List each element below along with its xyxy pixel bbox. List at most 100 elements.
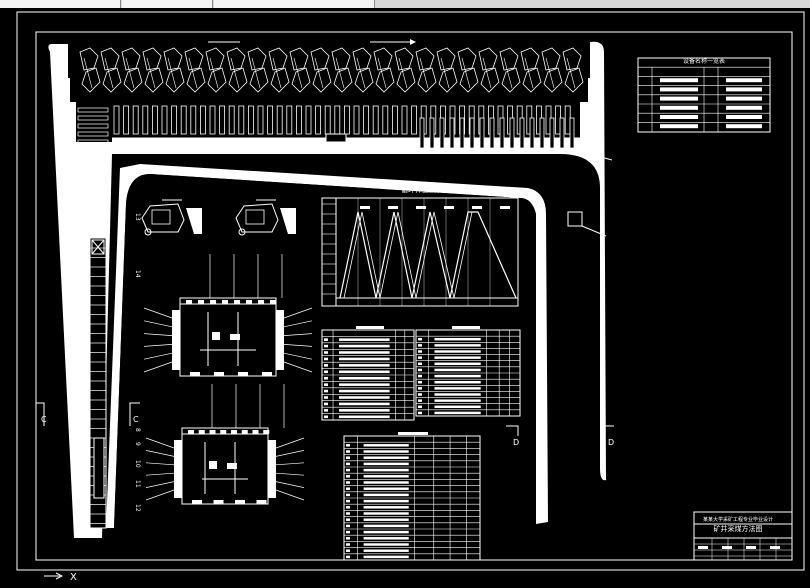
- cycle-line: [343, 211, 473, 299]
- support-unit: [257, 105, 264, 135]
- drawing-canvas[interactable]: 循环作业图表 设备名称一览表 某某大学采矿工程专业毕业设计 矿井采煤方法图 C …: [0, 8, 810, 584]
- rock-block: [520, 47, 540, 71]
- table-cell-text: [418, 405, 422, 409]
- leader-line: [283, 352, 313, 360]
- support-unit: [429, 117, 435, 149]
- chart-label-mark: [388, 206, 398, 209]
- equipment-table-title: 设备名称一览表: [683, 57, 725, 65]
- table-cell-text: [339, 364, 390, 367]
- support-unit: [305, 105, 312, 135]
- rock-block: [205, 47, 225, 71]
- table-cell-text: [418, 374, 422, 378]
- table-cell-text: [434, 344, 481, 347]
- rock-crack: [251, 57, 261, 89]
- table-cell-text: [434, 337, 481, 341]
- table-cell-text: [434, 405, 481, 409]
- section-mark: [212, 332, 220, 340]
- roof-bolt: [209, 430, 216, 434]
- support-unit: [343, 105, 350, 135]
- table-cell-text: [346, 549, 350, 552]
- leader-line: [143, 307, 173, 319]
- table-cell-text: [346, 537, 350, 540]
- chart-label-mark: [472, 206, 482, 209]
- rock-block: [562, 47, 582, 71]
- roof-bolt: [210, 300, 216, 304]
- table-cell-text: [363, 524, 409, 528]
- cad-stroke: [91, 239, 105, 255]
- machine-part: [151, 209, 171, 225]
- support-unit: [219, 105, 226, 135]
- table-cell-text: [346, 462, 350, 466]
- rock-crack: [230, 57, 240, 89]
- table-cell-text: [418, 356, 422, 359]
- title-block-text: [746, 546, 756, 549]
- title-block-text: [698, 546, 708, 549]
- support-unit: [247, 105, 254, 135]
- ucs-x-label: X: [70, 572, 77, 583]
- leader-line: [275, 472, 305, 476]
- rail-segment: [77, 139, 109, 145]
- roof-bolt: [188, 430, 194, 434]
- table-cell-text: [324, 402, 328, 406]
- rock-crack: [188, 57, 198, 89]
- rock-crack: [104, 57, 114, 89]
- rock-block: [354, 67, 374, 93]
- rock-block: [333, 67, 353, 93]
- leader-line: [581, 225, 607, 237]
- table-cell-text: [324, 396, 328, 399]
- rock-block: [312, 67, 332, 93]
- roof-bolt: [186, 300, 192, 304]
- table-cell-text: [324, 376, 328, 380]
- rock-block: [478, 47, 498, 71]
- support-unit: [238, 105, 245, 135]
- rock-crack: [482, 57, 492, 89]
- table-cell-text: [660, 124, 698, 129]
- rock-block: [289, 47, 309, 71]
- table-cell-text: [726, 96, 762, 101]
- section-label-c-left: C: [41, 415, 47, 424]
- table-cell-text: [346, 506, 350, 509]
- table-cell-text: [660, 78, 698, 83]
- arrow-head-icon: [410, 39, 416, 45]
- rock-block: [247, 47, 267, 71]
- rock-block: [331, 47, 351, 71]
- table-cell-text: [434, 362, 481, 366]
- callout: 8: [134, 428, 141, 432]
- transfer-machine: [93, 437, 105, 499]
- machine-body: [235, 203, 279, 233]
- rock-block: [543, 67, 563, 93]
- support-unit: [123, 105, 129, 135]
- table-cell-text: [324, 364, 328, 367]
- table-cell-text: [346, 468, 350, 472]
- support-unit: [411, 105, 418, 135]
- table-cell-text: [434, 356, 481, 359]
- rock-block: [81, 67, 101, 93]
- rock-crack: [209, 57, 219, 89]
- roadway-section-upper: [143, 254, 313, 377]
- support-unit: [401, 105, 408, 135]
- support-row-bg: [110, 102, 580, 138]
- table-cell-text: [324, 344, 328, 348]
- title-block: [693, 511, 793, 561]
- rock-block: [436, 47, 456, 71]
- table-cell-text: [363, 462, 409, 466]
- support-unit: [180, 105, 187, 135]
- floor-block: [213, 500, 224, 504]
- table-cell-text: [339, 370, 390, 374]
- table-cell-text: [346, 450, 350, 453]
- leader-line: [145, 462, 175, 466]
- rock-block: [184, 47, 204, 71]
- rock-crack: [83, 57, 93, 89]
- floor-block: [256, 500, 267, 504]
- table-cell-text: [434, 393, 481, 396]
- conveyor-head: [91, 239, 105, 255]
- table-cell-text: [346, 499, 350, 503]
- roof-bolt: [252, 430, 259, 434]
- support-unit: [190, 105, 197, 135]
- title-block-line1: 某某大学采矿工程专业毕业设计: [703, 516, 773, 523]
- table-cell-text: [346, 481, 350, 484]
- table-cell-text: [346, 530, 350, 534]
- support-unit: [449, 117, 455, 149]
- section-mark: [230, 334, 240, 340]
- table-cell-text: [363, 468, 409, 472]
